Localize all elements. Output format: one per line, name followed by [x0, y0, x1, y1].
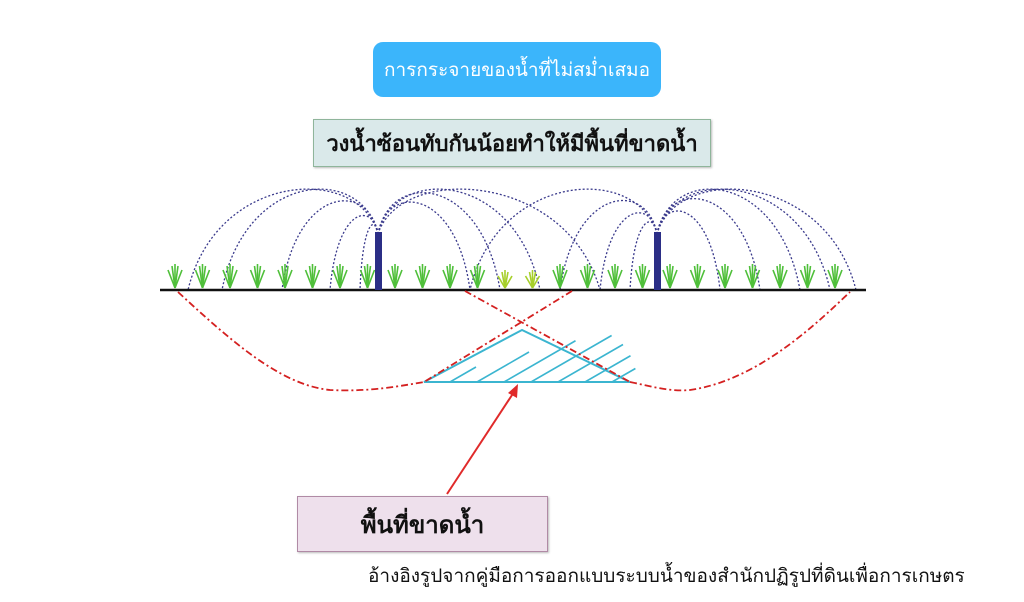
- grass-tuft: [414, 264, 431, 289]
- spray-arc: [559, 199, 658, 291]
- dry-area-label: พื้นที่ขาดน้ำ: [360, 510, 485, 539]
- spray-arc: [656, 188, 831, 291]
- grass-tuft: [799, 264, 816, 289]
- hatch-line: [476, 351, 530, 383]
- grass-tuft: [634, 264, 651, 289]
- grass-tuft: [827, 264, 843, 289]
- grass-tuft: [607, 264, 623, 289]
- header-title: การกระจายของน้ำที่ไม่สม่ำเสมอ: [384, 58, 650, 81]
- grass-tuft: [277, 264, 293, 289]
- grass-tuft: [662, 264, 678, 289]
- spray-arc: [599, 212, 658, 291]
- grass-tuft: [689, 264, 706, 289]
- grass-tuft: [222, 264, 238, 289]
- grass-tuft: [552, 264, 568, 289]
- grass-tuft: [469, 264, 486, 289]
- grass-row: [167, 264, 843, 289]
- arrow: [446, 384, 518, 495]
- hatch-line: [449, 366, 477, 383]
- spray-arc: [469, 188, 658, 291]
- spray-arc: [281, 200, 379, 291]
- diagram-heading: วงน้ำซ้อนทับกันน้อยทำให้มีพื้นที่ขาดน้ำ: [326, 131, 698, 157]
- header-title-badge: การกระจายของน้ำที่ไม่สม่ำเสมอ: [373, 42, 661, 97]
- grass-tuft: [304, 264, 321, 289]
- spray-arc: [377, 188, 601, 291]
- grass-tuft: [249, 264, 266, 289]
- grass-tuft: [442, 264, 458, 289]
- wetting-front-lines: [177, 290, 851, 392]
- dry-zone-triangle: [423, 328, 636, 383]
- source-caption: อ้างอิงรูปจากคู่มือการออกแบบระบบน้ำของสำ…: [368, 565, 965, 587]
- grass-tuft: [167, 264, 183, 289]
- spray-arc: [656, 188, 857, 291]
- spray-arc: [656, 188, 801, 291]
- hatch-line: [611, 367, 636, 383]
- hatch-line: [503, 340, 576, 383]
- grass-tuft: [387, 264, 403, 289]
- hatch-line: [557, 343, 624, 383]
- grass-tuft: [772, 264, 788, 289]
- sprinkler-left: [375, 232, 382, 290]
- spray-arc: [221, 188, 379, 291]
- hatch-line: [584, 355, 631, 383]
- hatch-line: [530, 334, 612, 383]
- sprinkler-right: [654, 232, 661, 290]
- diagram-heading-box: วงน้ำซ้อนทับกันน้อยทำให้มีพื้นที่ขาดน้ำ: [313, 119, 711, 167]
- dry-area-label-box: พื้นที่ขาดน้ำ: [297, 496, 548, 552]
- spray-arcs: [187, 188, 857, 291]
- dry-grass-tuft: [524, 270, 541, 289]
- grass-tuft: [744, 264, 761, 289]
- spray-arc: [359, 223, 379, 291]
- grass-tuft: [359, 264, 376, 289]
- spray-arc: [377, 192, 501, 291]
- dry-grass-tuft: [497, 270, 513, 289]
- spray-arc: [656, 198, 761, 291]
- grass-tuft: [332, 264, 348, 289]
- grass-tuft: [579, 264, 596, 289]
- spray-arc: [377, 188, 541, 291]
- grass-tuft: [717, 264, 733, 289]
- grass-tuft: [194, 264, 211, 289]
